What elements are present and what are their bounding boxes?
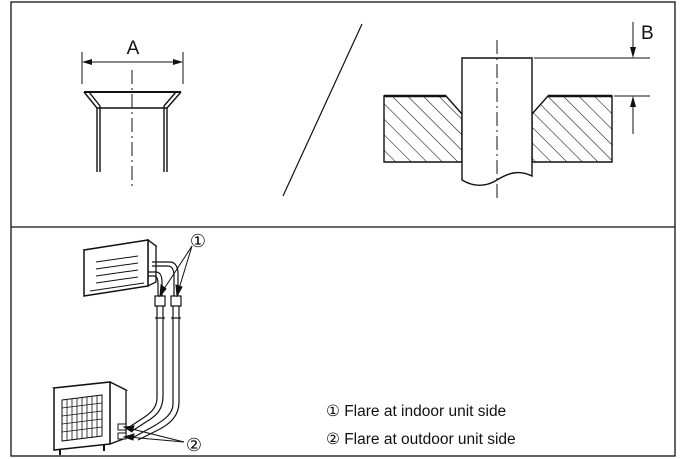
dimension-b-arrow-bottom — [630, 96, 636, 107]
outdoor-unit — [51, 380, 129, 455]
cross-section-figure — [383, 22, 650, 200]
outer-frame — [10, 1, 676, 457]
flared-pipe-figure — [81, 52, 184, 186]
flare-nut-section-left — [383, 95, 463, 163]
dimension-a-arrow-right — [173, 59, 183, 65]
refrigerant-piping — [127, 261, 182, 441]
callout-outdoor-flare: ② — [186, 435, 202, 455]
dimension-b-label: B — [641, 23, 654, 44]
callout-indoor-flare: ① — [190, 231, 206, 251]
dimension-a-label: A — [127, 38, 140, 59]
callout-leaders — [122, 245, 193, 443]
figure-separator — [282, 23, 363, 197]
flare-nut-section-right — [531, 95, 613, 163]
dimension-b-arrow-top — [630, 47, 636, 58]
dimension-a-arrow-left — [82, 59, 92, 65]
indoor-unit — [82, 238, 158, 297]
legend-item-indoor: ① Flare at indoor unit side — [326, 403, 506, 420]
legend-item-outdoor: ② Flare at outdoor unit side — [326, 431, 516, 448]
